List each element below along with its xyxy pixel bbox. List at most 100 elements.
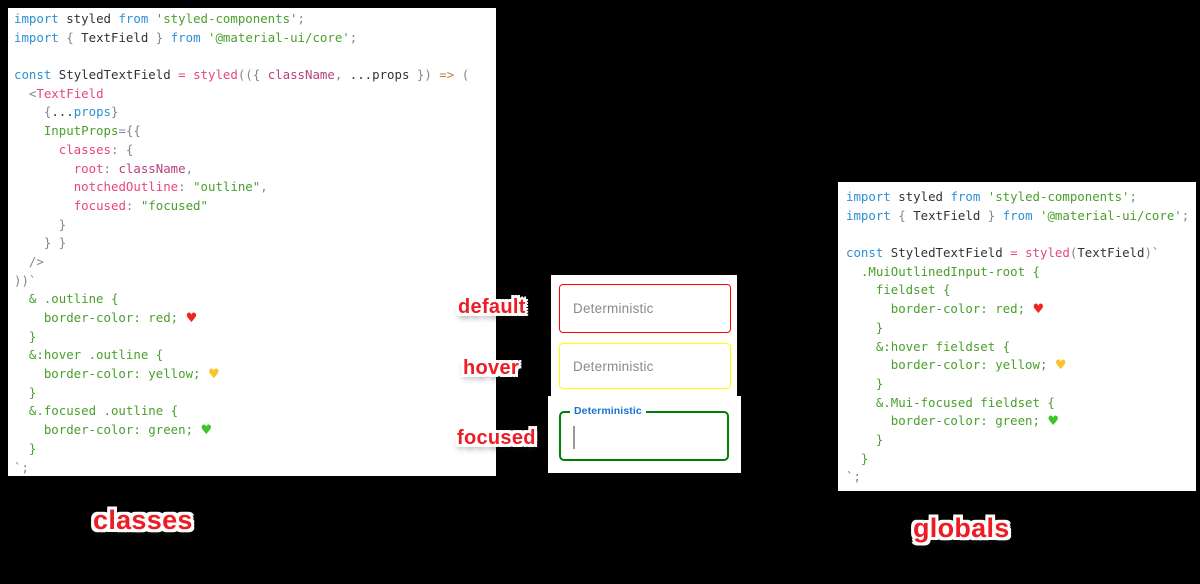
code-token: const [14, 67, 52, 83]
code-token: { [43, 104, 52, 120]
code-token: { [66, 29, 74, 45]
code-token: 'styled-components' [155, 11, 298, 26]
code-token [14, 235, 44, 250]
code-token: TextField [73, 29, 156, 45]
caption-classes: classes [93, 505, 193, 535]
code-token: , [260, 179, 268, 195]
code-token [163, 30, 170, 45]
caption-globals: globals [913, 513, 1010, 543]
code-token: border-color: red; [846, 301, 1033, 317]
textfield-placeholder: Deterministic [573, 301, 654, 316]
code-token: , [185, 160, 194, 176]
code-token: border-color: green; [846, 413, 1048, 429]
code-token: : [125, 197, 134, 213]
red-heart-emoji: ♥ [1032, 302, 1045, 318]
code-token: ( [461, 67, 470, 83]
text-cursor [573, 426, 575, 449]
code-token: className [118, 160, 186, 176]
code-token [14, 198, 74, 213]
code-token: "outline" [193, 179, 261, 195]
code-token: : [103, 160, 111, 176]
code-line: &:hover .outline { [14, 346, 496, 365]
code-line: } [14, 384, 496, 403]
code-token [1033, 208, 1040, 223]
code-token: classes [58, 141, 111, 157]
code-line: border-color: red; ♥ [14, 309, 496, 328]
code-token: styled [1025, 245, 1070, 261]
code-token: } [846, 431, 884, 447]
code-token: TextField [1077, 245, 1145, 261]
code-panel-classes: import styled from 'styled-components';i… [8, 8, 496, 476]
code-token: border-color: yellow; [846, 357, 1055, 373]
code-token: = [1010, 245, 1018, 261]
code-line: & .outline { [14, 290, 496, 309]
code-token: ={{ [118, 123, 141, 139]
state-label-focused: focused [457, 427, 536, 449]
code-token [14, 254, 29, 269]
code-token [14, 142, 59, 157]
code-token: ; [21, 459, 29, 475]
code-token: } [58, 216, 67, 232]
code-token: 'styled-components' [987, 189, 1130, 204]
textfield-focused[interactable]: Deterministic [559, 405, 729, 461]
code-token: }) [416, 67, 432, 83]
code-line: .MuiOutlinedInput-root { [846, 263, 1196, 282]
code-token: className [267, 67, 335, 83]
state-label-hover: hover [463, 357, 519, 379]
textfield-floating-label: Deterministic [570, 405, 646, 417]
code-token: &:hover fieldset { [846, 338, 1011, 354]
code-token [186, 67, 193, 82]
code-token: import [14, 11, 59, 26]
code-token: TextField [36, 85, 104, 101]
code-line: `; [846, 468, 1196, 487]
code-token: ` [14, 459, 22, 475]
code-line: border-color: green; ♥ [14, 421, 496, 440]
code-token [14, 161, 74, 176]
code-token: ; [297, 11, 305, 26]
code-token: ; [1181, 207, 1190, 223]
code-line: } [846, 319, 1196, 338]
code-token: (({ [237, 67, 268, 83]
code-line: fieldset { [846, 281, 1196, 300]
code-line: } [14, 216, 496, 235]
code-token [995, 208, 1002, 223]
green-heart-emoji: ♥ [200, 423, 213, 439]
textfield-hover[interactable]: Deterministic [559, 343, 731, 389]
textfield-placeholder: Deterministic [573, 358, 654, 374]
code-line: &.Mui-focused fieldset { [846, 394, 1196, 413]
code-line: {...props} [14, 103, 496, 122]
code-token: , [334, 67, 343, 83]
code-line: <TextField [14, 85, 496, 104]
code-line: import { TextField } from '@material-ui/… [846, 207, 1196, 226]
code-line: } [14, 328, 496, 347]
code-token [14, 104, 44, 119]
code-token: from [950, 189, 981, 204]
code-token: } [14, 384, 37, 400]
code-line: import styled from 'styled-components'; [846, 188, 1196, 207]
code-token: } [987, 207, 996, 223]
code-token [14, 86, 29, 101]
code-token: } [111, 104, 119, 120]
code-line: InputProps={{ [14, 122, 496, 141]
code-token: '@material-ui/core' [208, 29, 350, 45]
code-token: { [125, 141, 134, 157]
code-token: ( [1069, 245, 1078, 261]
code-token: const [846, 245, 884, 261]
code-token [14, 123, 44, 138]
code-token [14, 179, 74, 194]
code-token: InputProps [43, 123, 119, 139]
red-heart-emoji: ♥ [185, 311, 198, 326]
code-token: = [178, 67, 186, 83]
textfield-default[interactable]: Deterministic [559, 284, 731, 333]
code-token: from [170, 29, 201, 45]
code-token: border-color: green; [14, 422, 201, 438]
code-line: const StyledTextField = styled(TextField… [846, 244, 1196, 263]
code-token: &.focused .outline { [14, 403, 179, 419]
code-token: ` [28, 272, 37, 288]
code-token: fieldset { [846, 282, 951, 298]
code-line: border-color: red; ♥ [846, 300, 1196, 319]
code-token: : [178, 179, 186, 195]
code-token [201, 30, 208, 45]
yellow-heart-emoji: ♥ [1054, 358, 1067, 374]
